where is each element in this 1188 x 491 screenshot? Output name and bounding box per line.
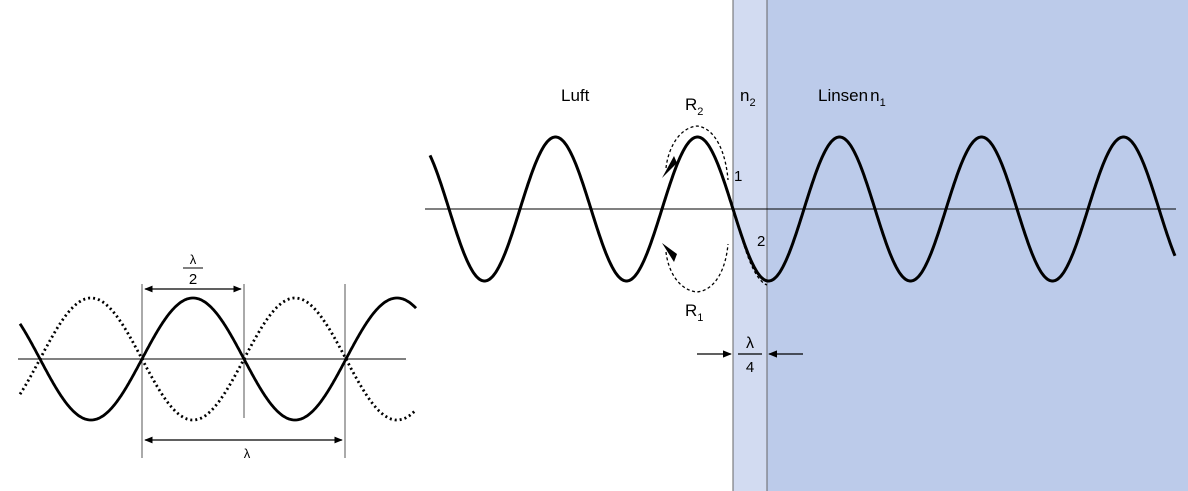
reflected-wave-dashed bbox=[732, 208, 768, 286]
point-1-label: 1 bbox=[734, 168, 742, 185]
r1-label: R1 bbox=[685, 301, 703, 324]
r2-letter: R bbox=[685, 95, 697, 114]
lens-word: Linsen bbox=[818, 86, 868, 105]
r2-sub: 2 bbox=[697, 106, 703, 118]
half-lambda-numerator: λ bbox=[190, 252, 197, 267]
point-2-label: 2 bbox=[757, 233, 765, 250]
lens-index-n: n bbox=[870, 86, 879, 105]
lens-region bbox=[767, 0, 1188, 491]
lambda-label: λ bbox=[244, 446, 251, 461]
r1-letter: R bbox=[685, 301, 697, 320]
r1-loop bbox=[665, 243, 729, 293]
air-label: Luft bbox=[561, 86, 590, 105]
r1-sub: 1 bbox=[697, 312, 703, 324]
r1-arrow-icon bbox=[662, 243, 677, 262]
main-wave bbox=[428, 135, 1177, 283]
lens-index-sub: 1 bbox=[880, 97, 886, 109]
r2-label: R2 bbox=[685, 95, 703, 118]
coating-index-label: n2 bbox=[740, 86, 756, 109]
half-lambda-denominator: 2 bbox=[189, 271, 197, 288]
coating-index-sub: 2 bbox=[749, 97, 755, 109]
coating-layer bbox=[733, 0, 767, 491]
quarter-denominator: 4 bbox=[746, 359, 754, 376]
left-solid-wave bbox=[18, 296, 418, 422]
r2-arrow-icon bbox=[662, 156, 677, 178]
quarter-lambda: λ bbox=[746, 335, 754, 352]
coating-index-n: n bbox=[740, 86, 749, 105]
r2-loop bbox=[665, 125, 729, 181]
